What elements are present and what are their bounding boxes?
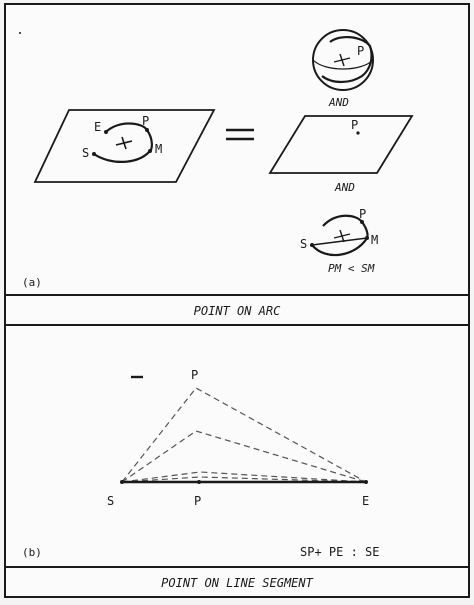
panel-a-tag: (a) [22, 276, 42, 289]
arc-with-chord: P M S PM < SM [300, 207, 378, 275]
label-e-bottom: E [362, 494, 369, 508]
chord-label-s: S [300, 237, 307, 251]
chord-point-s [310, 243, 314, 247]
plane-point-p [356, 131, 360, 135]
chord-point-m [365, 236, 369, 240]
point-s [92, 152, 96, 156]
panel-b-caption: POINT ON LINE SEGMENT [161, 576, 313, 590]
panel-b-tag: (b) [22, 546, 42, 559]
sphere-equator [312, 59, 374, 70]
segment-point-e [364, 480, 368, 484]
label-s-bottom: S [107, 494, 114, 508]
sphere-cross [333, 53, 351, 67]
left-plane [33, 109, 216, 183]
plane-with-point: P AND [268, 115, 414, 194]
sphere-label-p: P [357, 44, 364, 58]
arc-curve [93, 122, 153, 163]
sphere-arc [321, 36, 373, 84]
equals-sign [226, 128, 254, 141]
plane-label-p: P [351, 118, 358, 132]
segment-point-s [120, 480, 124, 484]
chord-label-m: M [371, 233, 378, 247]
stray-dot [19, 32, 21, 34]
chord-arc [311, 214, 369, 257]
chord-line [311, 237, 368, 246]
label-m: M [155, 142, 162, 156]
point-p-arc [145, 128, 149, 132]
right-plane [268, 115, 414, 174]
center-cross [115, 136, 133, 150]
point-m [148, 149, 152, 153]
panel-a-caption: POINT ON ARC [194, 304, 281, 318]
sphere-figure: P AND [312, 29, 374, 109]
outer-frame [4, 3, 470, 598]
sphere-and: AND [328, 96, 349, 109]
label-p-top: P [191, 368, 198, 382]
point-e [104, 130, 108, 134]
line-segment-figure: P S P E [107, 368, 369, 508]
chord-relation: PM < SM [328, 262, 375, 275]
segment-point-p [197, 480, 201, 484]
label-p-bottom: P [194, 494, 201, 508]
label-p: P [142, 114, 149, 128]
plane-and: AND [334, 181, 355, 194]
panel-b-equation: SP+ PE : SE [300, 545, 379, 559]
label-s: S [82, 146, 89, 160]
label-e: E [94, 120, 101, 134]
plane-with-arc: E P S M [33, 109, 216, 183]
chord-label-p: P [359, 207, 366, 221]
chord-cross [333, 229, 351, 243]
chord-point-p [360, 220, 364, 224]
